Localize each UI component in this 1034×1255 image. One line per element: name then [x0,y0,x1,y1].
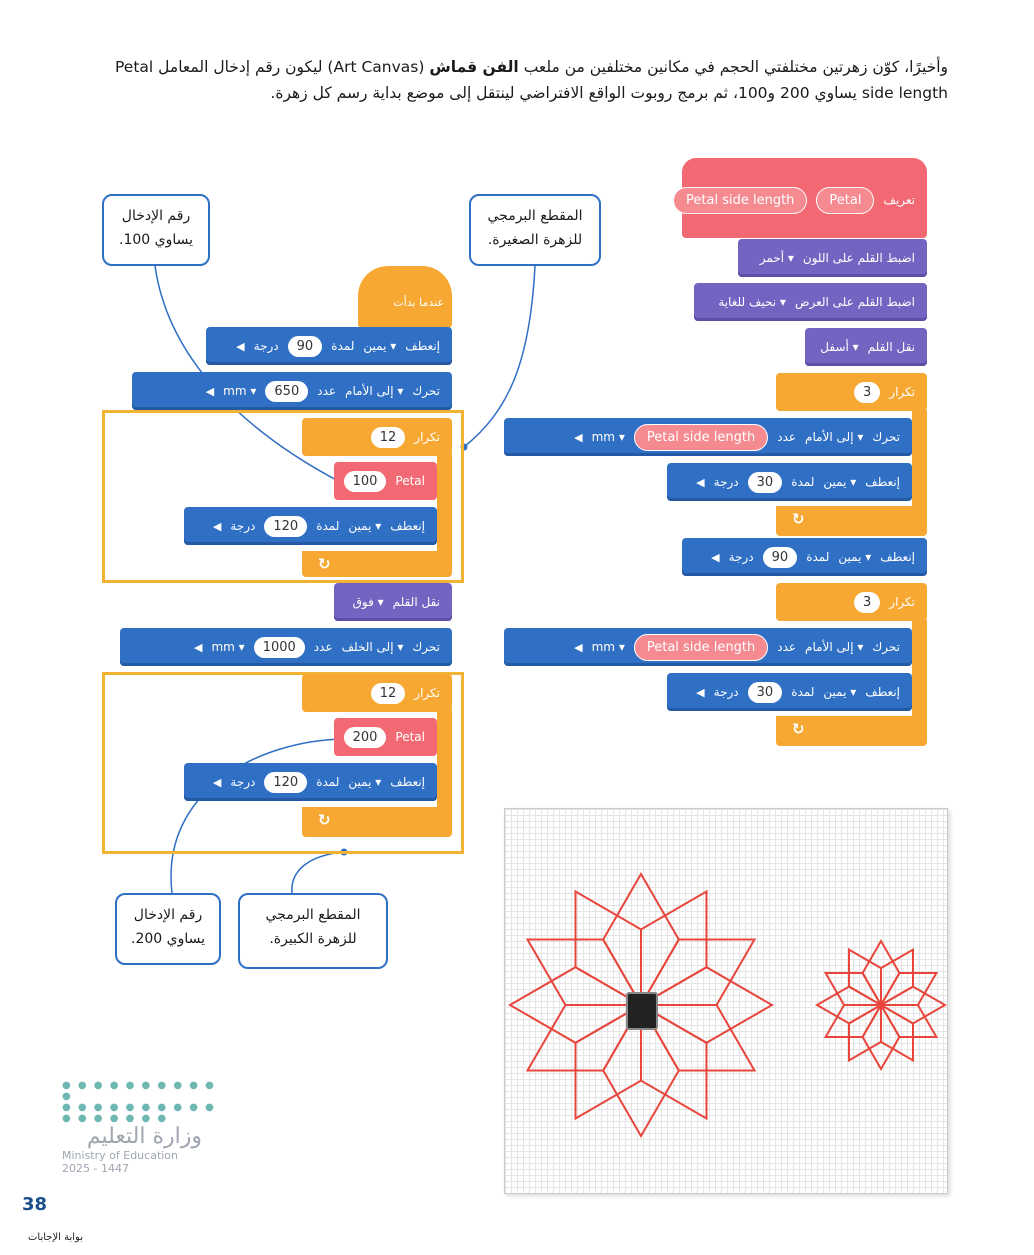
turn-right-90-block[interactable]: إنعطف يمين ▾ لمدة 90 درجة ◀ [206,327,452,365]
petal-shape [640,889,708,1007]
right-repeat-1-bottom [776,506,927,536]
ministry-year: 2025 - 1447 [62,1162,129,1175]
turn-right-30-block-2[interactable]: إنعطف يمين ▾ لمدة 30 درجة ◀ [667,673,912,711]
repeat-3-block-2[interactable]: تكرار 3 [776,583,927,621]
logo-dots-icon: ● ● ● ● ● ● ● ● ● ● ●● ● ● ● ● ● ● ● ● ●… [62,1080,216,1124]
pen-down-block[interactable]: نقل القلم أسفل ▾ [805,328,927,366]
intro-paragraph: وأخيرًا، كوّن زهرتين مختلفتي الحجم في مك… [70,54,948,106]
loop-return-icon: ↻ [792,720,805,738]
right-repeat-1-side [912,410,927,510]
define-petal-block[interactable]: تعريف Petal Petal side length [673,158,927,238]
repeat-1-bottom [302,551,452,577]
repeat-12-block-1[interactable]: تكرار 12 [302,418,452,456]
intro-line2: side length يساوي 200 و100، ثم برمج روبو… [270,84,948,102]
repeat-2-bottom [302,807,452,837]
petal-100-block[interactable]: Petal 100 [334,462,437,500]
petal-shape [639,938,757,1006]
repeat-12-block-2[interactable]: تكرار 12 [302,674,452,712]
move-forward-650-block[interactable]: تحرك إلى الأمام ▾ عدد 650 mm ▾ ◀ [132,372,452,410]
move-reverse-1000-block[interactable]: تحرك إلى الخلف ▾ عدد 1000 mm ▾ ◀ [120,628,452,666]
repeat-1-side [437,454,452,554]
right-repeat-2-side [912,620,927,720]
portal-label: بوابة الإجابات [28,1232,84,1243]
repeat-2-side [437,710,452,810]
petal-shape [879,972,939,1006]
when-started-block[interactable]: عندما بدأت [358,266,452,328]
petal-200-block[interactable]: Petal 200 [334,718,437,756]
page-number: 38 [22,1194,48,1215]
intro-line1-rest: (Art Canvas) ليكون رقم إدخال المعامل Pet… [115,58,425,76]
right-repeat-2-bottom [776,716,927,746]
ministry-name-en: Ministry of Education [62,1149,179,1162]
turn-right-90-block[interactable]: إنعطف يمين ▾ لمدة 90 درجة ◀ [682,538,927,576]
turn-right-120-block-2[interactable]: إنعطف يمين ▾ لمدة 120 درجة ◀ [184,763,437,801]
loop-return-icon: ↻ [792,510,805,528]
intro-bold: الفن قماش [429,58,519,76]
ministry-logo: ● ● ● ● ● ● ● ● ● ● ●● ● ● ● ● ● ● ● ● ●… [62,1080,222,1175]
repeat-3-block-1[interactable]: تكرار 3 [776,373,927,411]
flower-drawing [507,871,947,1139]
ministry-name-ar: وزارة التعليم [86,1124,202,1149]
turn-right-120-block-1[interactable]: إنعطف يمين ▾ لمدة 120 درجة ◀ [184,507,437,545]
set-pen-width-block[interactable]: اضبط القلم على العرض نحيف للغاية ▾ [694,283,927,321]
vr-robot-icon [626,992,658,1030]
big-flower-frame [102,672,464,854]
move-forward-param-block-1[interactable]: تحرك إلى الأمام ▾ عدد Petal side length … [504,418,912,456]
pen-up-block[interactable]: نقل القلم فوق ▾ [334,583,452,621]
art-canvas [504,808,948,1194]
small-flower-frame [102,410,464,583]
move-forward-param-block-2[interactable]: تحرك إلى الأمام ▾ عدد Petal side length … [504,628,912,666]
petal-shape [880,947,914,1007]
set-pen-color-block[interactable]: اضبط القلم على اللون أحمر ▾ [738,239,927,277]
loop-return-icon: ↻ [318,555,331,573]
loop-return-icon: ↻ [318,811,331,829]
turn-right-30-block-1[interactable]: إنعطف يمين ▾ لمدة 30 درجة ◀ [667,463,912,501]
intro-line1: وأخيرًا، كوّن زهرتين مختلفتي الحجم في مك… [523,58,948,76]
